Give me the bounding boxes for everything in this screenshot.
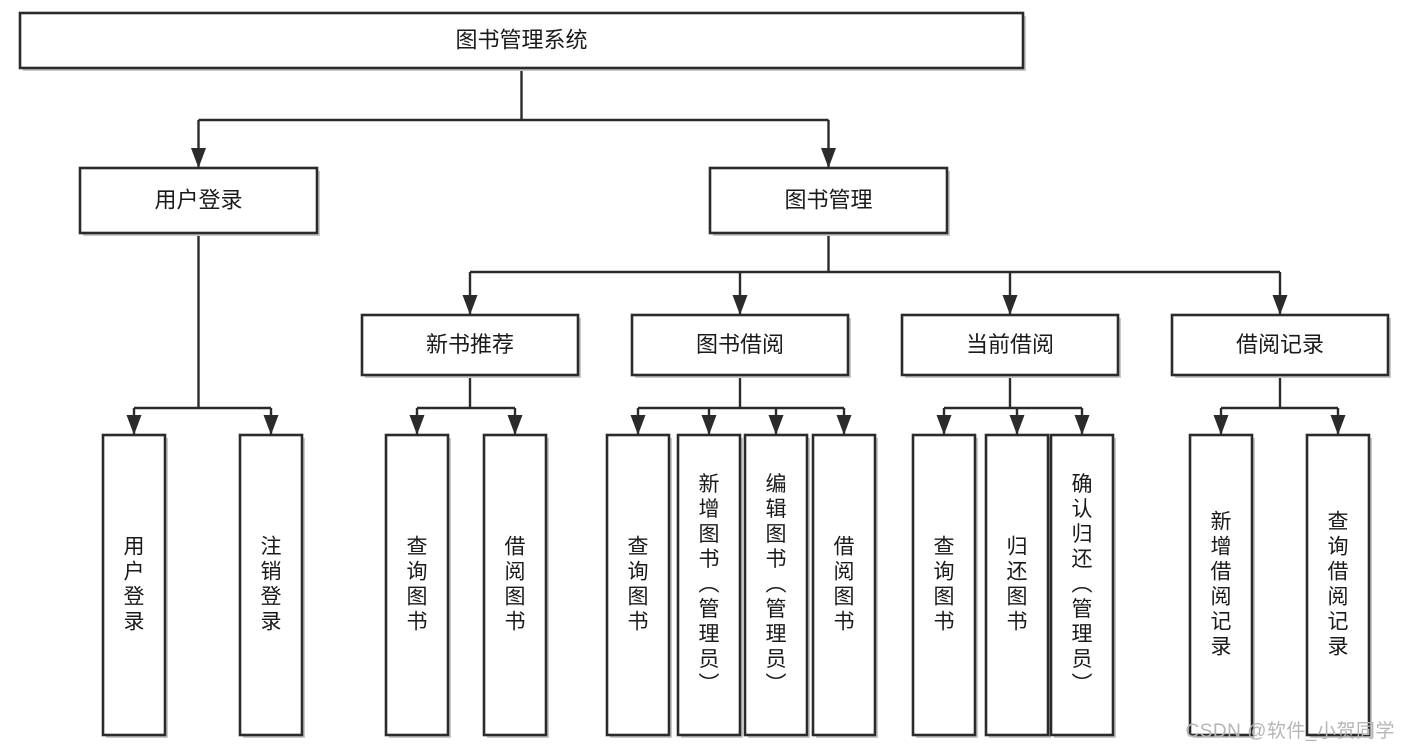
node-leaf-logout[interactable]: 注销登录	[238, 433, 305, 738]
node-label: 确认归还︵管理员︶	[1072, 473, 1093, 696]
arrow-head-icon	[701, 415, 717, 435]
node-label: 查询图书	[407, 535, 428, 633]
arrow-head-icon	[462, 295, 478, 315]
node-label: 归还图书	[1007, 535, 1028, 633]
node-label: 图书管理系统	[455, 27, 587, 52]
node-rect[interactable]	[605, 433, 671, 737]
node-label: 注销登录	[261, 535, 282, 633]
arrow-head-icon	[263, 415, 279, 435]
node-label: 查询借阅记录	[1328, 510, 1349, 658]
node-rect[interactable]	[360, 313, 580, 377]
node-label: 用户登录	[124, 535, 145, 633]
node-leaf-query-book-current[interactable]: 查询图书	[911, 433, 978, 738]
arrow-head-icon	[191, 148, 206, 168]
arrow-head-icon	[836, 415, 852, 435]
node-leaf-add-record[interactable]: 新增借阅记录	[1188, 433, 1255, 738]
node-user-login[interactable]: 用户登录	[78, 166, 320, 236]
connector-layer	[126, 68, 1346, 435]
node-leaf-query-record[interactable]: 查询借阅记录	[1305, 433, 1372, 738]
node-leaf-borrow-book-rec[interactable]: 借阅图书	[482, 433, 549, 738]
node-rect[interactable]	[101, 433, 167, 737]
node-label: 新增借阅记录	[1211, 510, 1232, 658]
watermark-label: CSDN @软件_小贺同学	[1185, 721, 1395, 742]
node-leaf-confirm-return[interactable]: 确认归还︵管理员︶	[1049, 433, 1116, 738]
arrow-head-icon	[732, 295, 748, 315]
node-root-root[interactable]: 图书管理系统	[18, 11, 1026, 71]
node-book-management[interactable]: 图书管理	[708, 166, 950, 236]
node-leaf-edit-book[interactable]: 编辑图书︵管理员︶	[743, 433, 810, 738]
node-label: 图书管理	[784, 187, 872, 212]
arrow-head-icon	[126, 415, 142, 435]
node-label: 查询图书	[628, 535, 649, 633]
node-label: 新书推荐	[426, 332, 514, 357]
node-rect[interactable]	[630, 313, 850, 377]
node-rect[interactable]	[911, 433, 977, 737]
node-rect[interactable]	[1305, 433, 1371, 737]
arrow-head-icon	[1074, 415, 1090, 435]
node-leaf-add-book[interactable]: 新增图书︵管理员︶	[676, 433, 743, 738]
arrow-head-icon	[821, 148, 836, 168]
node-layer: 图书管理系统用户登录图书管理新书推荐图书借阅当前借阅借阅记录用户登录注销登录查询…	[18, 11, 1391, 738]
node-label: 当前借阅	[966, 332, 1054, 357]
node-rect[interactable]	[708, 166, 949, 235]
node-label: 新增图书︵管理员︶	[699, 473, 720, 696]
node-rect[interactable]	[18, 11, 1025, 70]
arrow-head-icon	[507, 415, 523, 435]
node-rect[interactable]	[811, 433, 877, 737]
node-rect[interactable]	[384, 433, 450, 737]
node-book-borrow[interactable]: 图书借阅	[630, 313, 851, 378]
node-current-borrow[interactable]: 当前借阅	[900, 313, 1121, 378]
node-rect[interactable]	[1049, 433, 1115, 737]
node-leaf-return-book[interactable]: 归还图书	[984, 433, 1051, 738]
node-rect[interactable]	[743, 433, 809, 737]
arrow-head-icon	[1330, 415, 1346, 435]
arrow-head-icon	[936, 415, 952, 435]
node-rect[interactable]	[900, 313, 1120, 377]
node-rect[interactable]	[676, 433, 742, 737]
node-borrow-record[interactable]: 借阅记录	[1170, 313, 1391, 378]
arrow-head-icon	[409, 415, 425, 435]
node-label: 借阅记录	[1236, 332, 1324, 357]
arrow-head-icon	[1002, 295, 1018, 315]
node-leaf-user-login[interactable]: 用户登录	[101, 433, 168, 738]
node-rect[interactable]	[238, 433, 304, 737]
node-label: 用户登录	[154, 187, 242, 212]
node-rect[interactable]	[482, 433, 548, 737]
arrow-head-icon	[768, 415, 784, 435]
arrow-head-icon	[1009, 415, 1025, 435]
node-rect[interactable]	[984, 433, 1050, 737]
arrow-head-icon	[1213, 415, 1229, 435]
arrow-head-icon	[630, 415, 646, 435]
node-rect[interactable]	[1188, 433, 1254, 737]
node-leaf-query-book-borrow[interactable]: 查询图书	[605, 433, 672, 738]
node-label: 借阅图书	[834, 535, 855, 633]
node-rect[interactable]	[1170, 313, 1390, 377]
arrow-head-icon	[1272, 295, 1288, 315]
node-label: 借阅图书	[505, 535, 526, 633]
node-label: 图书借阅	[696, 332, 784, 357]
node-new-book-recommend[interactable]: 新书推荐	[360, 313, 581, 378]
node-rect[interactable]	[78, 166, 319, 235]
node-label: 查询图书	[934, 535, 955, 633]
node-leaf-borrow-book[interactable]: 借阅图书	[811, 433, 878, 738]
node-leaf-query-book-rec[interactable]: 查询图书	[384, 433, 451, 738]
node-label: 编辑图书︵管理员︶	[766, 473, 787, 696]
